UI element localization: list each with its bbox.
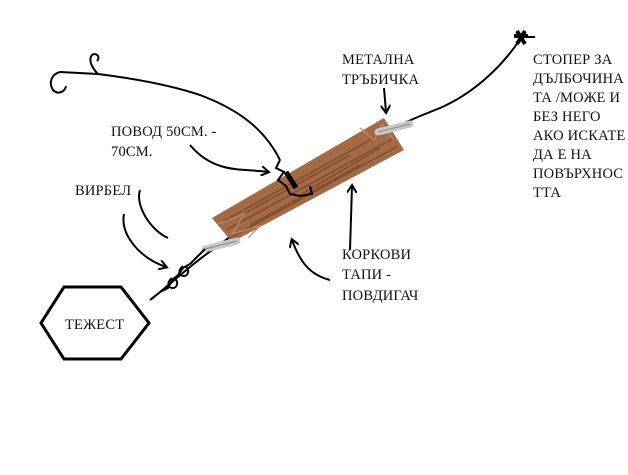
arrow-icon: [122, 213, 166, 267]
swivel-icon: [159, 248, 206, 293]
leader-label: ПОВОД 50СМ. - 70СМ.: [111, 124, 220, 160]
main-line: [149, 37, 522, 301]
leader-line: [59, 71, 281, 161]
stopper-knot-icon: [514, 29, 535, 46]
swivel-icon: [274, 159, 314, 198]
weight-hexagon-icon: [39, 285, 151, 361]
metal-tube: [201, 120, 414, 253]
weight-label: ТЕЖЕСТ: [65, 317, 124, 333]
hook-icon: [49, 53, 100, 94]
swivel-label: ВИРБЕЛ: [75, 183, 131, 199]
cork-floats-label: КОРКОВИ ТАПИ - ПОВДИГАЧ: [342, 247, 419, 304]
arrow-icon: [189, 144, 268, 172]
stopper-label: СТОПЕР ЗА ДЪЛБОЧИНА ТА /МОЖЕ И БЕЗ НЕГО …: [533, 52, 628, 201]
arrow-icon: [292, 240, 331, 281]
metal-tube-label: МЕТАЛНА ТРЪБИЧКА: [342, 52, 419, 88]
arrow-icon: [138, 189, 169, 239]
arrow-icon: [350, 186, 352, 251]
cork-float: [212, 118, 404, 242]
arrow-icon: [384, 87, 386, 112]
